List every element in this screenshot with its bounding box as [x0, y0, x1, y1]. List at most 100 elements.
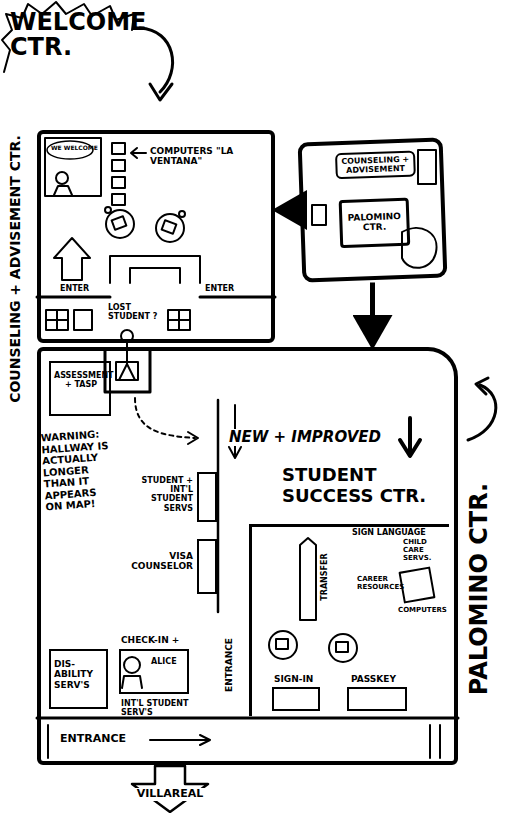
node-text: COUNSELING + ADVISEMENT CTR.	[7, 134, 35, 404]
front-desk	[110, 256, 200, 283]
door-label: ENTRANCE	[60, 733, 126, 746]
ssc-tables	[269, 631, 297, 659]
inset-rooms	[402, 228, 437, 268]
palomino-building: PALOMINO CTR.ASSESSMENT + TASPSTUDENT + …	[37, 347, 458, 765]
reception-desk	[45, 138, 101, 196]
corridor-windows	[46, 310, 68, 330]
palomino-curl	[468, 378, 496, 440]
sign-in-desk: SIGN-IN	[272, 687, 320, 711]
node-text: COUNSELING + ADVISEMENT	[335, 150, 416, 179]
welcome-burst	[140, 28, 173, 92]
lost-student-figure	[116, 362, 138, 380]
round-tables	[105, 207, 185, 242]
node-text: ASSESSMENT + TASP	[54, 371, 108, 389]
palomino-curl	[476, 378, 488, 394]
block-arrow	[277, 208, 298, 213]
heading-label: WELCOME CTR.	[10, 10, 150, 60]
reception-desk	[56, 172, 68, 184]
service-desk: STUDENT + INT'L STUDENT SERVS	[197, 472, 217, 522]
welcome-burst	[2, 2, 173, 100]
area-label: CHILD CARE SERVS.	[403, 538, 441, 562]
hallway-lines	[188, 432, 198, 444]
welcome-burst	[150, 84, 172, 100]
new-arrow	[400, 418, 420, 456]
street-label: VILLAREAL	[130, 788, 210, 801]
palomino-curl	[468, 385, 496, 440]
office-box: ASSESSMENT + TASP	[49, 361, 111, 416]
area-label: CAREER RESOURCES	[357, 575, 399, 591]
ssc-tables	[329, 634, 357, 662]
transfer-cabinet	[300, 538, 316, 620]
room-divider	[37, 296, 275, 298]
alice-face	[122, 676, 142, 688]
ssc-tables	[269, 631, 357, 662]
corridor-windows	[74, 310, 92, 330]
career-computers	[400, 568, 435, 603]
node-text: NEW + IMPROVED	[227, 429, 383, 446]
speech-bubble: WE WELCOME	[51, 145, 89, 152]
round-tables	[162, 220, 177, 234]
computer-stations	[112, 160, 125, 171]
computer-stations	[112, 143, 125, 154]
corridor-windows	[168, 310, 190, 330]
block-arrow	[370, 282, 375, 345]
door-label: ENTER	[60, 284, 89, 293]
inset-rooms	[418, 150, 436, 184]
node-text: INT'L STUDENT SERV'S	[121, 699, 221, 717]
enter-arrow	[54, 238, 90, 280]
check-in-desk: CHECK-IN +ALICEINT'L STUDENT SERV'S	[119, 649, 189, 694]
office-box: DIS-ABILITY SERV'S	[49, 649, 108, 709]
node-text: SIGN-IN	[274, 674, 313, 684]
palomino-building: PALOMINO CTR.	[339, 198, 411, 248]
round-tables	[106, 210, 134, 238]
round-tables	[156, 214, 184, 242]
area-label: TRANSFER	[320, 542, 332, 612]
computer-stations	[131, 148, 146, 158]
round-tables	[105, 207, 111, 213]
area-label: SIGN LANGUAGE	[352, 528, 426, 537]
bottom-corridor	[37, 718, 458, 758]
node-text: VISA COUNSELOR	[127, 551, 193, 572]
callout-label: COMPUTERS "LA VENTANA"	[150, 146, 260, 167]
corridor-windows	[46, 310, 68, 330]
corridor-windows	[168, 310, 190, 330]
computer-stations	[112, 177, 125, 188]
alice-face	[122, 657, 142, 688]
door-label: ENTRANCE	[224, 630, 238, 700]
reception-desk	[54, 186, 72, 195]
career-computers	[400, 568, 435, 603]
service-desk: VISA COUNSELOR	[197, 539, 217, 594]
alice-face	[124, 657, 140, 673]
door-label: ENTER	[205, 284, 234, 293]
enter-arrow	[54, 238, 90, 280]
inset-rooms	[312, 205, 326, 225]
front-desk	[110, 256, 200, 283]
node-text: CHECK-IN +	[121, 635, 179, 645]
node-text: PALOMINO CTR.	[344, 211, 405, 234]
inset-map: COUNSELING + ADVISEMENT PALOMINO CTR.	[298, 138, 448, 283]
transfer-cabinet	[300, 538, 316, 620]
computer-stations	[112, 143, 146, 205]
node-text: PALOMINO CTR.	[466, 459, 506, 719]
reception-desk	[45, 138, 101, 196]
inset-rooms	[312, 150, 437, 268]
computer-stations	[112, 194, 125, 205]
figure-label: LOST STUDENT ?	[108, 303, 163, 321]
node-text: ALICE	[151, 657, 177, 666]
reception-desk	[47, 141, 93, 159]
ssc-tables	[336, 642, 348, 652]
bottom-corridor	[37, 717, 458, 720]
round-tables	[179, 211, 185, 217]
passkey-desk: PASSKEY	[347, 687, 407, 711]
node-text: STUDENT + INT'L STUDENT SERVS	[127, 476, 193, 513]
warning-note: WARNING: HALLWAY IS ACTUALLY LONGER THAN…	[40, 428, 117, 513]
room-divider	[37, 296, 275, 299]
node-text: DIS-ABILITY SERV'S	[54, 659, 102, 690]
hallway-lines	[217, 400, 220, 612]
bottom-corridor	[48, 725, 440, 758]
round-tables	[112, 216, 127, 230]
